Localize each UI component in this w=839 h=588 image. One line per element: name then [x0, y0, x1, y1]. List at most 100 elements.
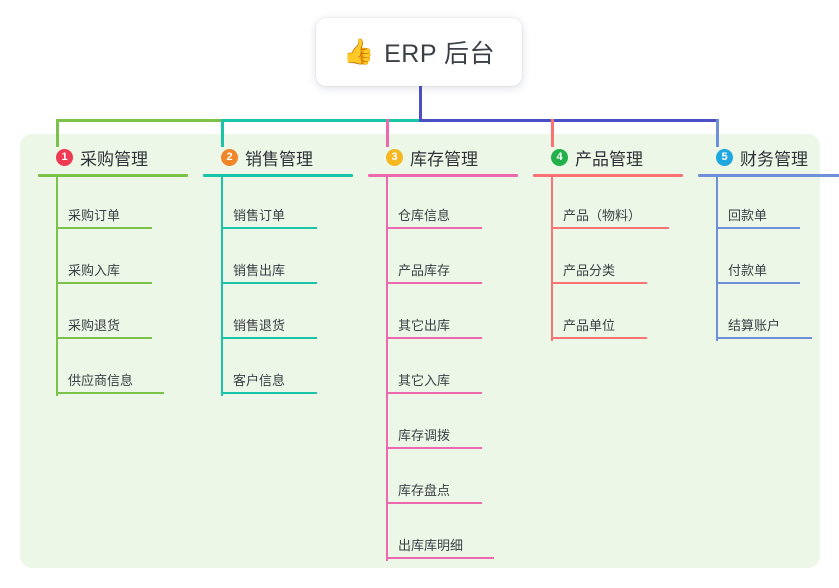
connector-bus-segment — [221, 119, 422, 122]
branch-item-label: 产品分类 — [563, 263, 616, 278]
branch-item-label: 仓库信息 — [398, 208, 451, 223]
branch-underline — [38, 174, 188, 177]
branch-item-label: 出库库明细 — [398, 538, 464, 553]
branches-panel — [20, 134, 820, 568]
connector-bus-segment — [419, 119, 551, 122]
branch-item-underline — [221, 392, 317, 394]
branch-stem — [221, 177, 223, 396]
branch-items: 采购订单采购入库采购退货供应商信息 — [38, 177, 188, 397]
branch-header[interactable]: 3 库存管理 — [368, 144, 518, 170]
branch-item-label: 供应商信息 — [68, 373, 134, 388]
branch-underline — [203, 174, 353, 177]
root-connector-stem — [419, 86, 422, 122]
branch-item[interactable]: 供应商信息 — [38, 342, 188, 397]
branch-item[interactable]: 回款单 — [698, 177, 839, 232]
branch-item-underline — [386, 392, 482, 394]
branch-item-underline — [386, 227, 482, 229]
branch-item-label: 采购入库 — [68, 263, 121, 278]
branch-item-underline — [551, 337, 647, 339]
branch-stem — [716, 177, 718, 341]
branch-item-underline — [551, 227, 669, 229]
branch-item-underline — [56, 282, 152, 284]
branch-stem — [551, 177, 553, 341]
branch-item-underline — [56, 392, 164, 394]
branch-stem — [386, 177, 388, 561]
branch-item-label: 结算账户 — [728, 318, 781, 333]
branch-item-label: 采购退货 — [68, 318, 121, 333]
branch-item-label: 付款单 — [728, 263, 768, 278]
branch-item[interactable]: 销售订单 — [203, 177, 353, 232]
branch-item-label: 客户信息 — [233, 373, 286, 388]
branch-item-underline — [221, 337, 317, 339]
connector-drop — [386, 119, 389, 147]
branch-stem — [56, 177, 58, 396]
branch-item[interactable]: 采购入库 — [38, 232, 188, 287]
branch-header[interactable]: 2 销售管理 — [203, 144, 353, 170]
branch-header[interactable]: 5 财务管理 — [698, 144, 839, 170]
branch-item-underline — [56, 337, 152, 339]
branch-title: 财务管理 — [740, 149, 808, 169]
branch-item[interactable]: 仓库信息 — [368, 177, 518, 232]
branch-item-underline — [716, 282, 800, 284]
branch-item[interactable]: 销售出库 — [203, 232, 353, 287]
branch-title: 产品管理 — [575, 149, 643, 169]
branch-item-underline — [386, 447, 482, 449]
branch-item[interactable]: 库存盘点 — [368, 452, 518, 507]
branch-item[interactable]: 采购订单 — [38, 177, 188, 232]
branch-number-badge: 3 — [386, 148, 403, 166]
connector-drop — [56, 119, 59, 147]
connector-bus-segment — [551, 119, 719, 122]
branch-item[interactable]: 产品（物料） — [533, 177, 683, 232]
branch-item-label: 库存调拨 — [398, 428, 451, 443]
branch-header[interactable]: 4 产品管理 — [533, 144, 683, 170]
branch-item[interactable]: 付款单 — [698, 232, 839, 287]
branch-underline — [533, 174, 683, 177]
connector-drop — [716, 119, 719, 147]
branch-number-badge: 1 — [56, 148, 73, 166]
branch-item-label: 产品库存 — [398, 263, 451, 278]
branch-number-badge: 2 — [221, 148, 238, 166]
branch-item[interactable]: 结算账户 — [698, 287, 839, 342]
branch-column: 2 销售管理销售订单销售出库销售退货客户信息 — [203, 144, 353, 397]
branch-item[interactable]: 其它入库 — [368, 342, 518, 397]
branch-item-label: 产品（物料） — [563, 208, 642, 223]
branch-item-underline — [56, 227, 152, 229]
branch-item-underline — [386, 282, 482, 284]
branch-number-badge: 4 — [551, 148, 568, 166]
connector-bus-segment — [56, 119, 221, 122]
branch-item[interactable]: 产品库存 — [368, 232, 518, 287]
thumbs-up-icon: 👍 — [342, 37, 375, 66]
root-title: ERP 后台 — [384, 40, 496, 68]
branch-item-label: 销售订单 — [233, 208, 286, 223]
branch-items: 仓库信息产品库存其它出库其它入库库存调拨库存盘点出库库明细 — [368, 177, 518, 562]
branch-item-label: 回款单 — [728, 208, 768, 223]
branch-item[interactable]: 客户信息 — [203, 342, 353, 397]
branch-items: 销售订单销售出库销售退货客户信息 — [203, 177, 353, 397]
branch-item-underline — [221, 227, 317, 229]
branch-item[interactable]: 库存调拨 — [368, 397, 518, 452]
branch-item-underline — [221, 282, 317, 284]
branch-item-label: 采购订单 — [68, 208, 121, 223]
branch-item-underline — [716, 227, 800, 229]
branch-title: 库存管理 — [410, 149, 478, 169]
branch-column: 4 产品管理产品（物料） 产品分类产品单位 — [533, 144, 683, 342]
branch-item[interactable]: 产品单位 — [533, 287, 683, 342]
branch-items: 回款单付款单结算账户 — [698, 177, 839, 342]
branch-number-badge: 5 — [716, 148, 733, 166]
branch-item[interactable]: 销售退货 — [203, 287, 353, 342]
branch-column: 3 库存管理仓库信息产品库存其它出库其它入库库存调拨库存盘点出库库明细 — [368, 144, 518, 562]
branch-title: 销售管理 — [245, 149, 313, 169]
branch-item-label: 其它入库 — [398, 373, 451, 388]
branch-item[interactable]: 出库库明细 — [368, 507, 518, 562]
branch-item-label: 销售退货 — [233, 318, 286, 333]
connector-drop — [221, 119, 224, 147]
branch-item-underline — [716, 337, 812, 339]
branch-item[interactable]: 产品分类 — [533, 232, 683, 287]
branch-item[interactable]: 采购退货 — [38, 287, 188, 342]
branch-item-label: 产品单位 — [563, 318, 616, 333]
branch-item[interactable]: 其它出库 — [368, 287, 518, 342]
root-node[interactable]: 👍 ERP 后台 — [316, 18, 522, 86]
